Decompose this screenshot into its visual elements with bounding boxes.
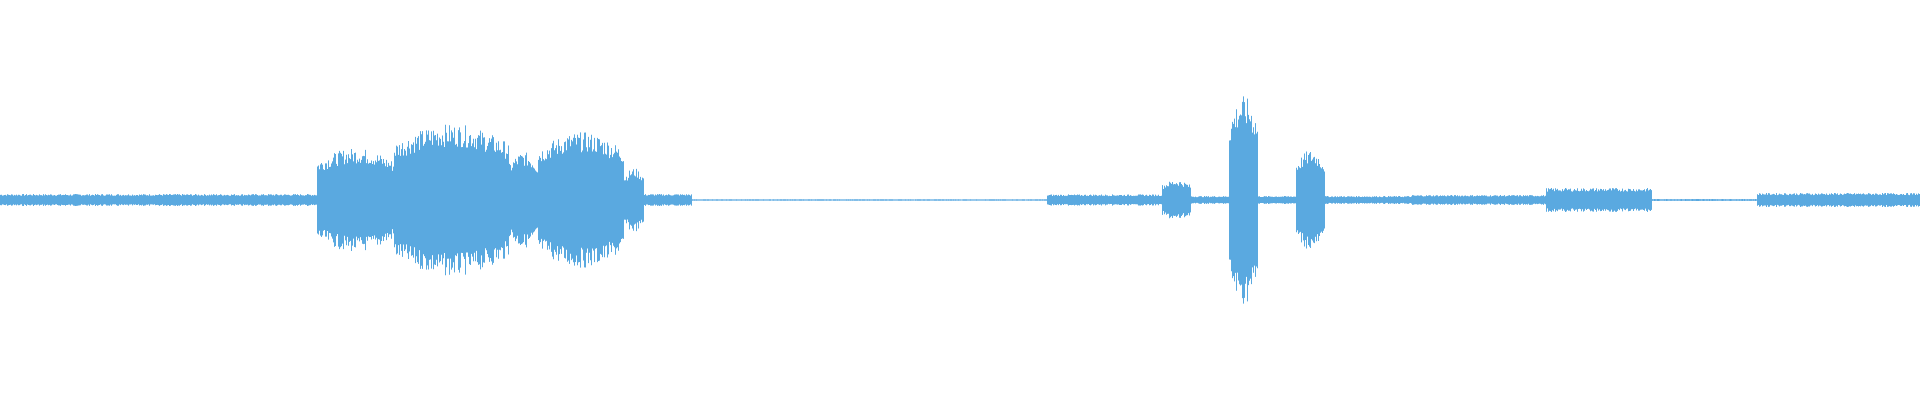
waveform-bars — [0, 96, 1920, 304]
